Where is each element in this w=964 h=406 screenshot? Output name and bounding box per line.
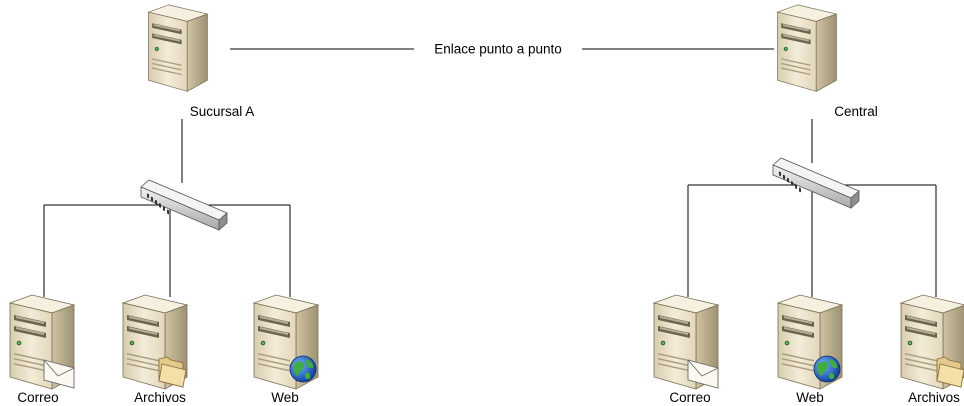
server-label: Correo [17,390,58,405]
switch-icon [772,157,860,209]
server-label: Web [796,390,824,405]
link-label: Enlace punto a punto [434,42,562,57]
server-icon [148,4,208,92]
router-label: Sucursal A [190,104,255,119]
server-label: Correo [669,390,710,405]
server-label: Archivos [908,390,960,405]
site-central: Central Correo Web Archivos [653,4,964,405]
server-label: Web [271,390,299,405]
site-sucursal-a: Sucursal A Correo Archivos Web [9,4,319,405]
server-archivos-sucursal-a[interactable] [122,294,188,390]
router-label: Central [834,104,878,119]
server-label: Archivos [134,390,186,405]
switch-central[interactable] [772,157,860,209]
router-central[interactable] [777,4,837,92]
server-web-central[interactable] [777,294,843,390]
globe-icon [289,355,317,383]
server-correo-sucursal-a[interactable] [9,294,75,390]
server-correo-central[interactable] [653,294,719,390]
globe-icon [813,355,841,383]
server-archivos-central[interactable] [900,294,964,390]
server-icon [777,4,837,92]
server-web-sucursal-a[interactable] [253,294,319,390]
router-sucursal-a[interactable] [148,4,208,92]
